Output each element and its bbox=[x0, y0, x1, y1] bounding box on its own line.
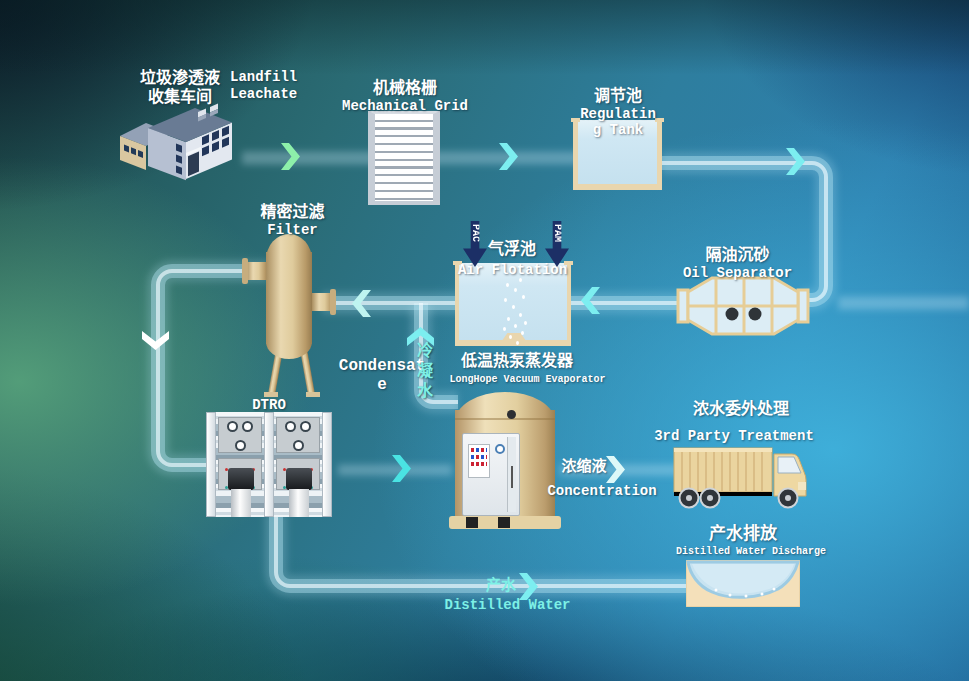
truck-label-cn: 浓水委外处理 bbox=[680, 400, 802, 419]
dtro-label: DTRO bbox=[206, 397, 332, 414]
evap-handle bbox=[511, 466, 513, 488]
separator-label-cn: 隔油沉砂 bbox=[650, 246, 825, 265]
filter-label: 精密过滤 Filter bbox=[240, 203, 345, 238]
dtro-pump-2 bbox=[286, 468, 312, 490]
evaporator-label-en: LongHope Vacuum Evaporator bbox=[445, 374, 610, 386]
tank-label-cn: 调节池 bbox=[563, 87, 673, 106]
filter-flange-right bbox=[330, 289, 336, 315]
gauge bbox=[300, 421, 311, 432]
dtro-post bbox=[206, 412, 216, 517]
discharge-pool-icon bbox=[686, 560, 800, 607]
factory-icon bbox=[120, 100, 240, 192]
dtro-panel-gauges-1 bbox=[218, 417, 262, 453]
grid-label: 机械格栅 Mechanical Grid bbox=[330, 79, 480, 114]
condensate-label-cn: 冷凝水 bbox=[413, 342, 432, 402]
factory-label-cn: 垃圾渗透液 收集车间 bbox=[140, 69, 220, 107]
dtro-icon bbox=[206, 412, 332, 517]
filter-body bbox=[266, 252, 312, 344]
separator-label: 隔油沉砂 Oil Separator bbox=[650, 246, 825, 281]
distilled-label-en: Distilled Water bbox=[440, 597, 575, 614]
filter-flange-left bbox=[242, 258, 248, 284]
dtro-post bbox=[264, 412, 274, 517]
distilled-label-cn: 产水 bbox=[483, 576, 519, 594]
dtro-pedestal-2 bbox=[289, 489, 309, 517]
dtro-pedestal-1 bbox=[231, 489, 251, 517]
evap-foot-2 bbox=[498, 517, 510, 528]
factory-label-en: Landfill Leachate bbox=[230, 69, 297, 107]
evap-cabinet bbox=[462, 433, 520, 516]
gauge bbox=[285, 421, 296, 432]
dtro-panel-gauges-2 bbox=[276, 417, 320, 453]
gauge bbox=[227, 421, 238, 432]
factory-label: 垃圾渗透液 收集车间 Landfill Leachate bbox=[140, 69, 297, 107]
evap-foot-1 bbox=[466, 517, 478, 528]
flotation-hopper bbox=[499, 333, 529, 340]
concentration-label-en: Concentration bbox=[546, 483, 658, 500]
truck-icon bbox=[672, 436, 812, 514]
tank-label: 调节池 Regulatin g Tank bbox=[563, 87, 673, 139]
evaporator-label-cn: 低温热泵蒸发器 bbox=[452, 352, 582, 371]
separator-label-en: Oil Separator bbox=[650, 265, 825, 282]
evap-seam bbox=[455, 418, 555, 420]
truck-label-en: 3rd Party Treatment bbox=[650, 428, 818, 445]
evaporator-icon bbox=[449, 390, 564, 530]
grid-label-en: Mechanical Grid bbox=[330, 98, 480, 115]
grid-label-cn: 机械格栅 bbox=[330, 79, 480, 98]
tank-label-en: Regulatin g Tank bbox=[563, 106, 673, 139]
dtro-pump-1 bbox=[228, 468, 254, 490]
dtro-post bbox=[322, 412, 332, 517]
evap-gauge bbox=[495, 444, 505, 454]
pool-label-en: Distilled Water Discharge bbox=[670, 546, 832, 558]
gauge bbox=[293, 440, 304, 451]
oil-separator-icon bbox=[676, 276, 810, 336]
gauge bbox=[235, 440, 246, 451]
filter-leg-right bbox=[300, 350, 315, 395]
evap-knob bbox=[507, 410, 516, 419]
mechanical-grid-icon bbox=[368, 111, 440, 205]
pool-label-cn: 产水排放 bbox=[698, 524, 788, 544]
gauge bbox=[242, 421, 253, 432]
concentration-label-cn: 浓缩液 bbox=[558, 457, 610, 475]
filter-label-cn: 精密过滤 bbox=[240, 203, 345, 222]
filter-label-en: Filter bbox=[240, 222, 345, 239]
evap-indicator-panel bbox=[468, 444, 490, 478]
filter-nozzle-left bbox=[246, 262, 268, 280]
